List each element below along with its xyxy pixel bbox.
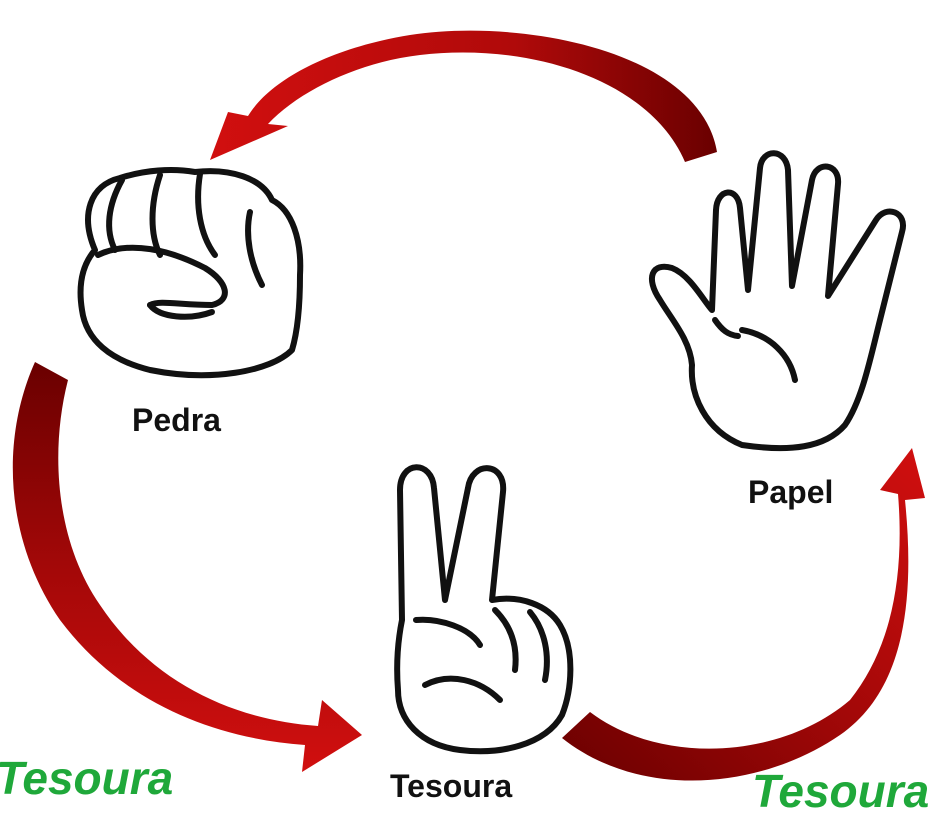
fist-icon	[81, 170, 301, 375]
arrow-paper-to-rock	[210, 31, 717, 162]
label-pedra: Pedra	[132, 404, 221, 436]
label-papel: Papel	[748, 476, 833, 508]
peace-sign-hand-icon	[397, 467, 570, 751]
outcome-label-right: Tesoura	[752, 768, 929, 814]
label-tesoura: Tesoura	[390, 770, 512, 802]
arrow-scissors-to-paper	[562, 448, 925, 781]
outcome-label-left: Tesoura	[0, 755, 173, 801]
open-hand-icon	[652, 153, 903, 448]
